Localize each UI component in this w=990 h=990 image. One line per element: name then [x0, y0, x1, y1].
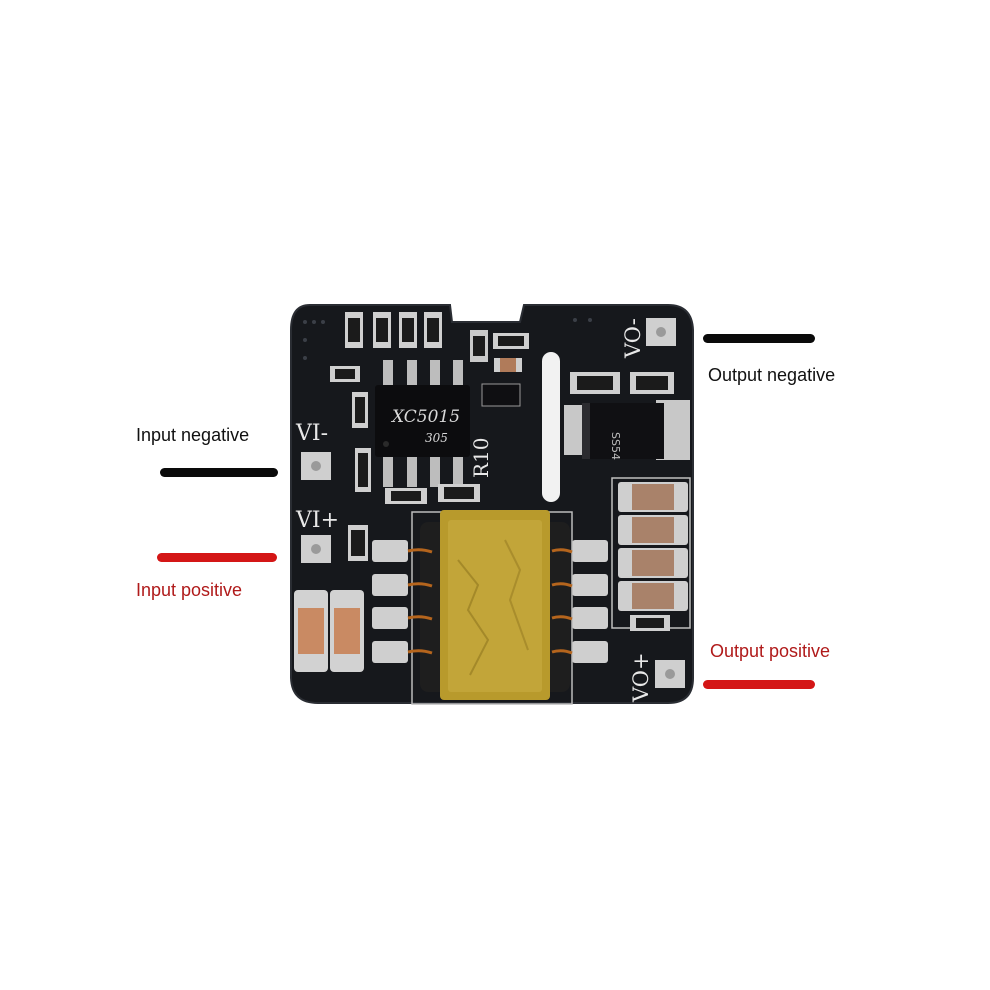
silk-vi-plus: VI+	[295, 508, 339, 533]
label-input-positive: Input positive	[136, 580, 243, 600]
input-positive-wire	[157, 553, 277, 562]
silk-vo-minus: VO-	[621, 318, 645, 359]
silk-vo-plus: VO+	[629, 652, 653, 703]
output-capacitors	[611, 477, 691, 629]
output-negative-wire	[703, 334, 815, 343]
label-output-negative: Output negative	[708, 365, 836, 385]
silk-r10: R10	[469, 437, 493, 478]
input-capacitors	[294, 590, 364, 672]
silk-vi-minus: VI-	[295, 421, 328, 446]
smd-resistor-row	[345, 312, 442, 348]
schottky-diode	[564, 400, 690, 460]
output-positive-wire	[703, 680, 815, 689]
diode-marking: SS54	[609, 432, 622, 460]
chip-marking-line2: 305	[425, 431, 448, 445]
chip-marking-line1: XC5015	[390, 407, 460, 427]
transformer	[407, 510, 573, 705]
label-output-positive: Output positive	[710, 641, 831, 661]
label-input-negative: Input negative	[136, 425, 250, 445]
controller-chip	[375, 360, 470, 487]
input-negative-wire	[160, 468, 278, 477]
